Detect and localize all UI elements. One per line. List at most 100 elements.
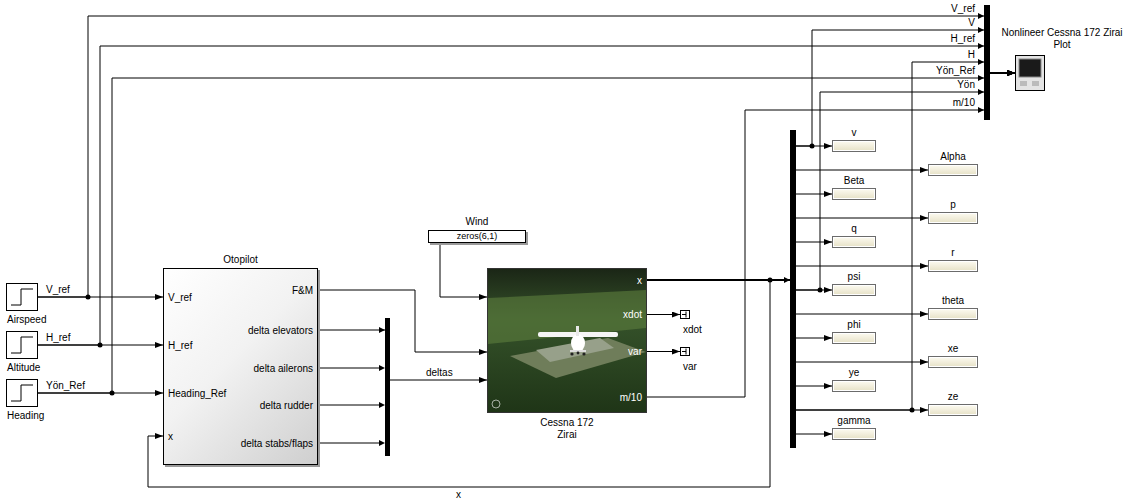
signal-line (318, 290, 487, 352)
signal-label: Yön_Ref (935, 65, 976, 77)
block-label: Heading (7, 410, 44, 422)
block-label: Altitude (7, 362, 40, 374)
block-label: xe (948, 343, 959, 355)
port-label: delta stabs/flaps (241, 438, 313, 450)
signal-line (647, 30, 1015, 280)
port-label: xdot (623, 309, 642, 321)
signal-line (647, 73, 1015, 290)
display-block: v (832, 140, 876, 152)
port-label: F&M (292, 285, 313, 297)
block-label: xdot (683, 324, 702, 336)
port-label: zeros(6,1) (457, 231, 498, 242)
block-label: ye (849, 367, 860, 379)
signal-label: H_ref (950, 33, 976, 45)
signal-line (647, 266, 928, 280)
signal-label: H (967, 49, 976, 61)
terminator-block: var (680, 347, 690, 356)
scope-symbol (1015, 55, 1045, 91)
display-block: p (928, 212, 978, 224)
signal-label: Yön (956, 79, 976, 91)
signal-line (647, 170, 928, 280)
display-block: Alpha (928, 164, 978, 176)
signal-line (647, 351, 680, 352)
signal-label: H_ref (45, 332, 71, 344)
block-label: var (683, 361, 697, 373)
constant-block: Windzeros(6,1) (428, 230, 526, 243)
signal-line (647, 280, 832, 434)
display-block: q (832, 236, 876, 248)
block-label: Beta (844, 175, 865, 187)
signal-line (440, 243, 487, 297)
step-symbol (11, 289, 33, 401)
step-block: Altitude (6, 331, 38, 359)
terminator-block: xdot (680, 310, 690, 319)
signal-label: V_ref (950, 3, 976, 15)
port-label: delta ailerons (254, 363, 313, 375)
port-label: H_ref (168, 340, 192, 352)
block-label: gamma (837, 415, 870, 427)
signal-line (647, 280, 928, 314)
block-label: x (637, 275, 642, 287)
port-label: delta elevators (248, 325, 313, 337)
port-label: m/10 (620, 392, 642, 404)
signal-label: m/10 (952, 97, 976, 109)
signal-line (647, 280, 832, 338)
port-label: Heading_Ref (168, 388, 226, 400)
signal-label: x (455, 489, 462, 501)
signal-label: V (967, 17, 976, 29)
block-label: Otopilot (223, 254, 257, 266)
display-block: theta (928, 308, 978, 320)
display-block: ye (832, 380, 876, 392)
display-block: psi (832, 284, 876, 296)
signal-line (647, 73, 1015, 397)
signal-label: V_ref (45, 284, 71, 296)
signal-line (647, 62, 1015, 410)
port-label: x (168, 431, 173, 443)
signal-wire (318, 368, 380, 443)
signal-line (647, 218, 928, 280)
signal-line (647, 280, 928, 410)
signal-line (38, 46, 1015, 345)
display-block: phi (832, 332, 876, 344)
block-label: Airspeed (7, 314, 46, 326)
block-label: phi (847, 319, 860, 331)
signal-line (647, 280, 832, 386)
signal-line (38, 16, 1015, 297)
mux-bar (385, 5, 990, 456)
port-label: Cessna 172 Zirai (534, 417, 600, 441)
display-block: ze (928, 404, 978, 416)
signal-line (647, 194, 832, 280)
port-label: V_ref (168, 292, 192, 304)
signal-label: deltas (425, 367, 454, 379)
scope-block: Nonlineer Cessna 172 Zirai Plot (1015, 55, 1045, 91)
block-label: Alpha (940, 151, 966, 163)
port-label: delta rudder (260, 400, 313, 412)
plant-block: xxdotvarm/10Cessna 172 Zirai (487, 268, 647, 413)
block-label: Nonlineer Cessna 172 Zirai Plot (998, 27, 1126, 51)
subsystem-block: OtopilotV_refH_refHeading_RefxF&Mdelta e… (163, 268, 318, 465)
block-label: q (851, 223, 857, 235)
port-label: var (628, 346, 642, 358)
signal-line (318, 330, 487, 380)
signal-line (647, 280, 928, 362)
block-label: theta (942, 295, 964, 307)
aircraft-picture (488, 269, 646, 412)
step-block: Airspeed (6, 283, 38, 311)
block-label: psi (848, 271, 861, 283)
display-block: xe (928, 356, 978, 368)
display-block: Beta (832, 188, 876, 200)
step-block: Heading (6, 379, 38, 407)
block-label: p (950, 199, 956, 211)
display-block: gamma (832, 428, 876, 440)
signal-line (647, 280, 832, 290)
block-label: v (852, 127, 857, 139)
signal-label: Yön_Ref (45, 380, 86, 392)
block-label: ze (948, 391, 959, 403)
arrowhead (379, 13, 984, 446)
display-block: r (928, 260, 978, 272)
signal-line (647, 314, 680, 315)
signal-line (647, 146, 832, 280)
signal-line (647, 242, 832, 280)
block-label: r (951, 247, 954, 259)
